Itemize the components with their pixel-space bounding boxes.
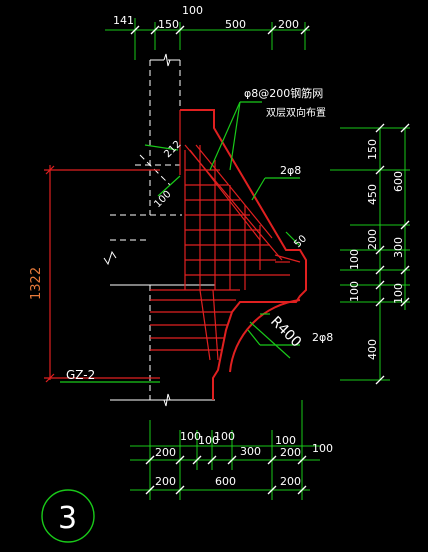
dim-100-bottom-b: 100 (198, 434, 219, 447)
dim-100-right-a: 100 (348, 249, 361, 270)
dim-500-top: 500 (225, 18, 246, 31)
rebar-net-label: φ8@200钢筋网 (244, 86, 323, 100)
dim-200-bottom-c: 200 (155, 475, 176, 488)
dim-600-bottom: 600 (215, 475, 236, 488)
dim-300-bottom: 300 (240, 445, 261, 458)
dim-50: 50 (292, 233, 309, 250)
dim-450-right: 450 (366, 184, 379, 205)
dim-200-bottom-a: 200 (155, 446, 176, 459)
dim-141: 141 (113, 14, 134, 27)
dim-100-bottom-c: 100 (214, 430, 235, 443)
top-dimensions: 141 100 150 500 200 (105, 4, 310, 60)
height-dimension: 1322 (29, 165, 160, 383)
detail-number: 3 (58, 501, 77, 536)
dim-200-right: 200 (366, 229, 379, 250)
dim-100-bottom-e: 100 (312, 442, 333, 455)
dim-150-right: 150 (366, 139, 379, 160)
dim-100-diag: 100 (152, 189, 173, 210)
dim-600-right: 600 (392, 171, 405, 192)
dim-100-bottom-d: 100 (275, 434, 296, 447)
leader-lines (60, 101, 301, 383)
dim-100-right-c: 100 (392, 283, 405, 304)
bar-label-lower: 2φ8 (312, 331, 333, 344)
dim-200-bottom-b: 200 (280, 446, 301, 459)
dim-150-top: 150 (158, 18, 179, 31)
dim-100-right-b: 100 (348, 281, 361, 302)
bar-label-upper: 2φ8 (280, 164, 301, 177)
dim-200-bottom-d: 200 (280, 475, 301, 488)
dim-1322: 1322 (29, 267, 44, 300)
dim-100-top: 100 (182, 4, 203, 17)
right-dimensions: 150 450 200 100 100 400 600 300 100 (330, 123, 410, 385)
rebar-mesh (150, 144, 301, 361)
bottom-dimensions: 100 100 100 300 100 100 200 300 200 200 … (130, 400, 333, 500)
dim-300-right: 300 (392, 237, 405, 258)
column-label: GZ-2 (66, 368, 95, 382)
dim-100-bottom-a: 100 (180, 430, 201, 443)
corbel-outline (179, 109, 307, 400)
detail-number-bubble: 3 (41, 489, 95, 543)
rebar-net-note: 双层双向布置 (266, 106, 326, 119)
dim-200-top: 200 (278, 18, 299, 31)
dim-400-right: 400 (366, 339, 379, 360)
